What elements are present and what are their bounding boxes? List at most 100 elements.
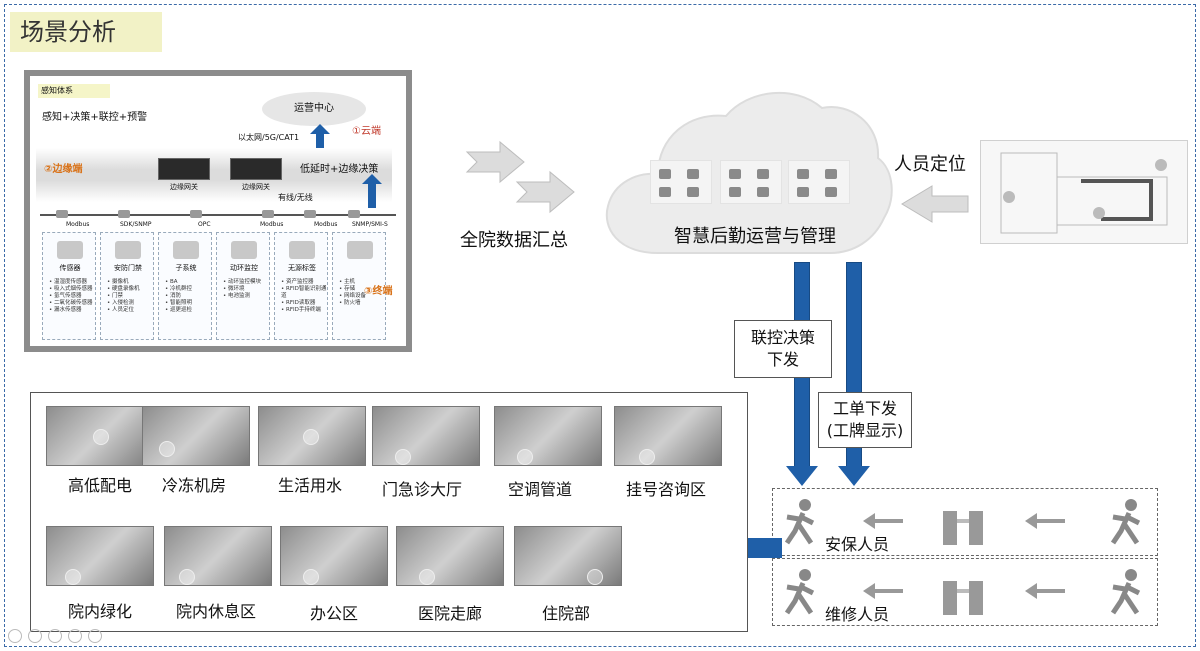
scene-label: 挂号咨询区 (625, 480, 706, 499)
pen-icon[interactable] (28, 629, 42, 643)
grid-icon (687, 169, 699, 179)
building-icon (687, 187, 699, 197)
scene-label: 门急诊大厅 (381, 480, 462, 499)
bus-node (56, 210, 68, 218)
scene-label: 办公区 (309, 604, 358, 623)
running-person-icon (1110, 499, 1141, 545)
down-arrow-workorder-head (838, 466, 870, 486)
scene-label: 医院走廊 (417, 604, 482, 623)
cloud-gear-icon (825, 187, 837, 197)
clock-icon (757, 187, 769, 197)
menu-icon[interactable] (88, 629, 102, 643)
device-list: 温湿度传感器吸入式烟传感器氢气传感器二氧化碳传感器漏水传感器 (49, 279, 97, 314)
floorplan-image (980, 140, 1188, 244)
up-arrow-edge (368, 182, 376, 208)
subsystem-icon (173, 241, 199, 259)
architecture-slogan: 感知+决策+联控+预警 (42, 112, 148, 123)
bus-node (190, 210, 202, 218)
data-flow-arrows (465, 140, 575, 214)
bus-node (118, 210, 130, 218)
left-arrow-icon (1035, 519, 1065, 523)
device-column: 子系统 BA冷机群控消防智能照明巡更巡检 (158, 232, 212, 340)
gateway-label-1: 边缘网关 (170, 183, 198, 191)
up-arrow-edge-head (362, 174, 382, 184)
device-name: 安防门禁 (114, 264, 142, 272)
running-person-icon (784, 569, 815, 615)
gateway-label-2: 边缘网关 (242, 183, 270, 191)
floorplan-drawing (1000, 152, 1168, 234)
protocol-label: SNMP/SMI-S (352, 221, 388, 228)
protocol-label: Modbus (314, 221, 338, 228)
scene-label: 院内绿化 (67, 602, 132, 621)
device-column: 主机存储网络设备防火墙 (332, 232, 386, 340)
edge-gateway-1 (158, 158, 210, 180)
architecture-tag: 感知体系 (38, 84, 110, 98)
protocol-label: Modbus (66, 221, 90, 228)
cloud-title: 智慧后勤运营与管理 (674, 226, 836, 247)
staff-label: 维修人员 (825, 605, 890, 624)
protocol-label: SDK/SNMP (120, 221, 152, 228)
presentation-toolbar[interactable] (8, 628, 108, 647)
scene-photo (280, 526, 388, 586)
device-column: 安防门禁 摄像机硬盘录像机门禁入侵检测人员定位 (100, 232, 154, 340)
maintenance-staff-box: 维修人员 (772, 558, 1158, 626)
wired-label: 有线/无线 (278, 193, 313, 202)
device-column: 无源标签 资产监控器RFID智能识别通道RFID读取器RFID手持终端 (274, 232, 328, 340)
bus-node (262, 210, 274, 218)
zoom-icon[interactable] (68, 629, 82, 643)
left-arrow-icon (873, 589, 903, 593)
running-person-icon (1110, 569, 1141, 615)
slide-frame (4, 4, 1196, 647)
security-staff-box: 安保人员 (772, 488, 1158, 556)
chevron-arrow-icon (515, 170, 575, 214)
shield-icon (729, 169, 741, 179)
chevron-arrow-icon (465, 140, 525, 184)
up-arrow-cloud-head (310, 124, 330, 134)
device-name: 传感器 (59, 264, 81, 272)
bus-node (348, 210, 360, 218)
location-arrow (901, 185, 969, 223)
edge-tier-label: ②边缘端 (44, 164, 83, 175)
person-icon (1093, 207, 1105, 219)
edge-gateway-2 (230, 158, 282, 180)
server-icon (347, 241, 373, 259)
architecture-panel: 感知体系 感知+决策+联控+预警 运营中心 ①云端 以太网/5G/CAT1 ②边… (24, 70, 412, 352)
bus-line (40, 214, 396, 216)
link-icon (757, 169, 769, 179)
person-icon (1155, 159, 1167, 171)
page-title: 场景分析 (10, 12, 162, 52)
prev-icon[interactable] (8, 629, 22, 643)
protocol-label: Modbus (260, 221, 284, 228)
slides-icon[interactable] (48, 629, 62, 643)
scene-label: 院内休息区 (175, 602, 256, 621)
all-data-label: 全院数据汇总 (460, 230, 568, 251)
scene-label: 高低配电 (67, 476, 132, 495)
edge-desc: 低延时+边缘决策 (300, 164, 379, 175)
rfid-icon (289, 241, 315, 259)
scene-photo (142, 406, 250, 466)
device-column: 动环监控 动环监控模块微环境电池监测 (216, 232, 270, 340)
workorder-box: 工单下发 (工牌显示) (818, 392, 912, 448)
arrow-head (863, 583, 875, 599)
scene-photo (258, 406, 366, 466)
network-icon (659, 187, 671, 197)
sensor-icon (57, 241, 83, 259)
person-icon (1003, 191, 1015, 203)
device-name: 动环监控 (230, 264, 258, 272)
left-arrow-icon (901, 185, 969, 223)
device-name: 子系统 (175, 264, 197, 272)
bus-node (304, 210, 316, 218)
running-person-icon (784, 499, 815, 545)
scene-photo (494, 406, 602, 466)
gate-icon (943, 511, 983, 545)
network-label: 以太网/5G/CAT1 (238, 133, 300, 142)
scene-label: 空调管道 (507, 480, 572, 499)
device-list: 动环监控模块微环境电池监测 (223, 279, 271, 300)
edge-band (36, 148, 392, 202)
down-arrow-decision-head (786, 466, 818, 486)
database-icon (729, 187, 741, 197)
dispatch-arrow-shaft (740, 538, 782, 558)
location-label: 人员定位 (894, 154, 966, 175)
protocol-label: OPC (198, 221, 211, 228)
scene-photo (396, 526, 504, 586)
